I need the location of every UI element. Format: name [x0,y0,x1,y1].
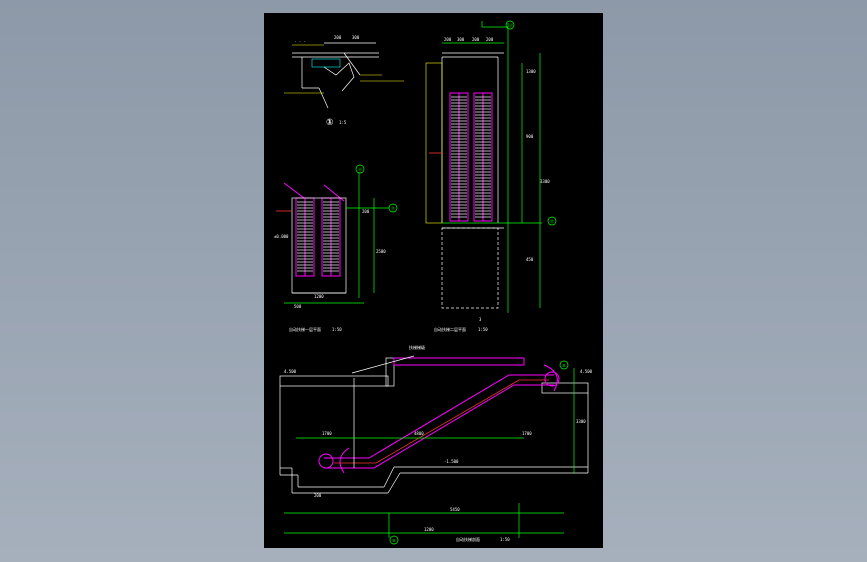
plan-lower-scale: 1:50 [332,327,342,332]
svg-text:⑰: ⑰ [550,218,554,224]
svg-text:⑪: ⑪ [509,22,513,28]
svg-text:1700: 1700 [322,431,332,436]
plan-upper: ⑪ ⑰ 200 300 200 200 1300 900 3300 450 3 … [425,20,557,332]
detail-scale: 1:5 [339,120,347,125]
svg-text:1200: 1200 [424,527,434,532]
plan-lower-label: 自动扶梯一层平面 [289,326,321,332]
svg-text:1200: 1200 [314,294,324,299]
svg-text:⑩: ⑩ [392,538,396,543]
svg-text:300: 300 [352,35,360,40]
svg-text:450: 450 [526,257,534,262]
svg-text:200: 200 [334,35,342,40]
svg-text:1700: 1700 [522,431,532,436]
svg-text:4.500: 4.500 [580,369,593,374]
svg-text:3300: 3300 [576,419,586,424]
svg-text:-1.500: -1.500 [444,459,459,464]
svg-text:4.500: 4.500 [284,369,297,374]
svg-text:⑪: ⑪ [358,166,362,172]
svg-text:200: 200 [472,37,480,42]
svg-text:200: 200 [486,37,494,42]
section-scale: 1:50 [500,537,510,542]
section-label: 自动扶梯剖面 [456,536,480,542]
svg-text:2500: 2500 [376,249,386,254]
svg-text:500: 500 [294,304,302,309]
svg-text:900: 900 [526,134,534,139]
svg-text:3300: 3300 [540,179,550,184]
svg-text:200: 200 [444,37,452,42]
cad-drawing: 200 300 · · · ① 1:5 ⑪ ⑰ 200 300 200 200 [274,20,593,545]
detail-note: · · · [294,39,306,44]
drawing-sheet: 200 300 · · · ① 1:5 ⑪ ⑰ 200 300 200 200 [264,13,603,548]
plan-upper-label: 自动扶梯二层平面 [434,326,466,332]
svg-text:±0.000: ±0.000 [274,234,289,239]
svg-text:200: 200 [314,493,322,498]
section-note: 扶梯梯级 [409,344,425,350]
plan-upper-scale: 1:50 [478,327,488,332]
svg-text:3: 3 [479,317,482,322]
svg-text:⑩: ⑩ [562,363,566,368]
detail-number: ① [326,118,334,128]
svg-text:4800: 4800 [414,431,424,436]
svg-text:1300: 1300 [526,69,536,74]
svg-text:300: 300 [457,37,465,42]
plan-lower: ⑪ ⑰ ±0.000 200 2500 500 1200 自动扶梯一层平面 1:… [274,164,398,332]
detail-1: 200 300 · · · ① 1:5 [284,35,404,128]
svg-text:5450: 5450 [450,507,460,512]
section: ⑩ ⑩ 扶梯梯级 4.500 4.500 -1.500 4800 1700 17… [279,344,593,545]
svg-text:200: 200 [362,209,370,214]
svg-text:⑰: ⑰ [391,205,395,211]
